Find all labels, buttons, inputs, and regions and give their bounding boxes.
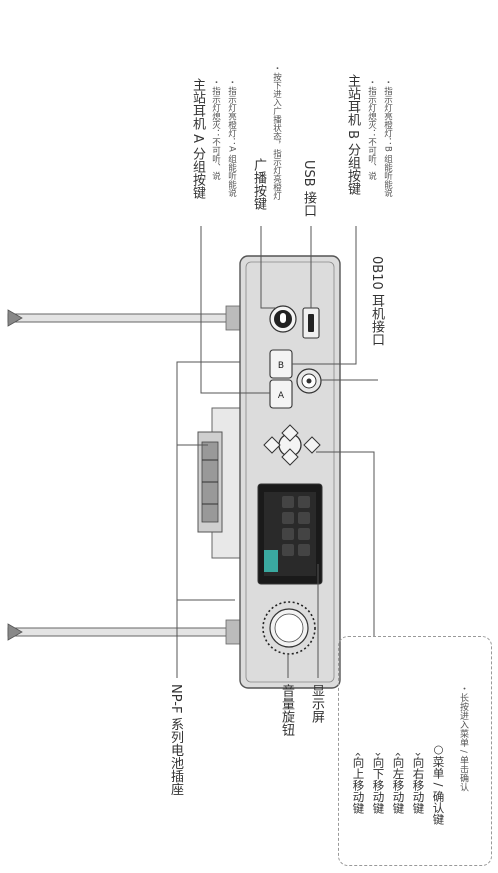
host-b-title: 主站耳机 B 分组按键 [345,74,360,196]
usb-title: USB 接口 [301,160,316,217]
volume-knob [262,601,316,655]
key-right: ›向右移动键 [411,752,426,815]
left-arrow-icon: ‹ [391,752,406,757]
volume-title: 音量旋钮 [279,684,294,736]
broadcast-button [269,305,297,333]
host-a-note-1: ・指示灯熄灭：不可听、说 [210,78,221,180]
menu-note: ・长按进入菜单 / 单击确认 [458,684,468,792]
broadcast-title: 广播按键 [251,158,266,210]
group-a-button-letter: A [278,391,285,401]
broadcast-note-1: ・按下进入广播状态，指示灯亮橙灯 [271,64,282,200]
menu-keys-box [338,636,492,866]
key-right-label: 向右移动键 [411,756,426,815]
antenna-top [7,305,241,331]
group-a-button [269,379,293,409]
up-arrow-icon: ‹ [351,752,366,757]
antenna-bottom [7,619,241,645]
key-confirm-label: 菜单 / 确认键 [431,756,446,825]
navigation-pad [263,424,321,466]
host-a-note-2: ・指示灯亮橙灯：A 组能听能说 [226,78,237,198]
key-confirm: ○菜单 / 确认键 [431,742,446,825]
usb-port [302,307,320,339]
key-left-label: 向左移动键 [391,756,406,815]
circle-confirm-icon: ○ [431,742,446,756]
leader-lines [176,226,378,678]
display-screen [257,483,323,585]
right-arrow-icon: › [411,752,426,757]
group-b-button-letter: B [278,361,284,371]
headset-port [296,368,322,394]
host-a-title: 主站耳机 A 分组按键 [190,78,205,200]
down-arrow-icon: › [371,752,386,757]
key-down: ›向下移动键 [371,752,386,815]
battery-title: NP-F 系列电池插座 [168,684,183,796]
host-b-note-2: ・指示灯亮橙灯：B 组能听能说 [382,78,393,198]
battery-mount [197,407,243,559]
key-left: ‹向左移动键 [391,752,406,815]
key-up-label: 向上移动键 [351,756,366,815]
key-down-label: 向下移动键 [371,756,386,815]
key-up: ‹向上移动键 [351,752,366,815]
host-b-note-1: ・指示灯熄灭：不可听、说 [366,78,377,180]
headset-port-title: 0B10 耳机接口 [369,256,384,346]
display-title: 显示屏 [309,684,324,723]
